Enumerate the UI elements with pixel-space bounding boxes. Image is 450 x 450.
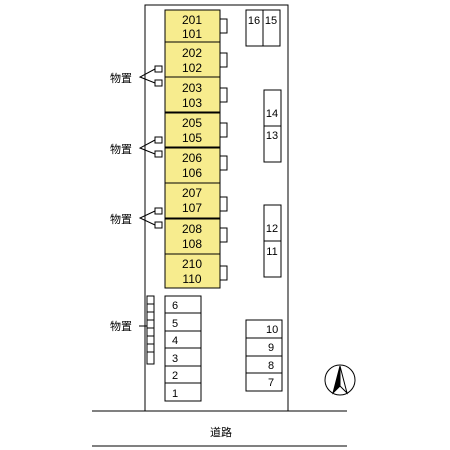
- parking-number: 11: [266, 246, 277, 258]
- parking-space: [262, 9, 281, 47]
- storage-shed: [154, 79, 163, 87]
- storage-label: 物置: [110, 212, 132, 226]
- road-label: 道路: [210, 425, 232, 439]
- parking-number: 1: [172, 388, 178, 400]
- unit-202-102: 202 102: [164, 41, 228, 78]
- parking-number: 7: [268, 377, 274, 389]
- unit-entrance: [219, 87, 228, 103]
- unit-205-105: 205 105: [164, 112, 228, 148]
- parking-space: [263, 125, 282, 163]
- parking-number: 2: [172, 370, 178, 382]
- storage-label: 物置: [110, 142, 132, 156]
- parking-number: 9: [268, 342, 274, 354]
- unit-208-108: 208 108: [164, 218, 228, 255]
- parking-left-column: 6 5 4 3 2 1: [164, 295, 202, 402]
- unit-block: [164, 76, 221, 113]
- storage-leader-line: [138, 139, 156, 155]
- unit-upper-number: 205: [182, 116, 202, 130]
- parking-right-bottom: 10 9 8 7: [245, 319, 283, 392]
- unit-upper-number: 206: [182, 151, 202, 165]
- unit-203-103: 203 103: [164, 76, 228, 113]
- unit-upper-number: 208: [182, 222, 202, 236]
- parking-space: [164, 312, 202, 332]
- parking-space: [164, 347, 202, 367]
- parking-space: [164, 330, 202, 349]
- storage-group-3: 物置: [110, 207, 163, 229]
- storage-shed: [154, 221, 163, 229]
- unit-lower-number: 102: [182, 61, 202, 75]
- parking-number: 8: [268, 360, 274, 372]
- parking-space: [245, 372, 283, 392]
- parking-number: 15: [265, 15, 277, 27]
- parking-space: [164, 365, 202, 384]
- unit-upper-number: 203: [182, 81, 202, 95]
- parking-number: 14: [266, 108, 278, 120]
- unit-entrance: [219, 155, 228, 171]
- parking-right-top: 16 15: [245, 9, 281, 47]
- storage-group-1: 物置: [110, 65, 163, 87]
- unit-upper-number: 207: [182, 186, 202, 200]
- storage-shed: [154, 65, 163, 73]
- storage-shed: [154, 150, 163, 158]
- north-arrow-icon: [324, 364, 356, 396]
- parking-number: 6: [172, 300, 178, 312]
- parking-number: 3: [172, 353, 178, 365]
- parking-number: 16: [248, 15, 260, 27]
- unit-201-101: 201 101: [164, 9, 228, 43]
- storage-leader-line: [138, 68, 156, 84]
- unit-entrance: [219, 196, 228, 212]
- unit-lower-number: 101: [182, 27, 202, 41]
- parking-space: [245, 355, 283, 374]
- unit-206-106: 206 106: [164, 147, 228, 184]
- parking-space: [263, 240, 282, 278]
- unit-block: [164, 112, 221, 148]
- unit-lower-number: 107: [182, 201, 202, 215]
- unit-entrance: [219, 52, 228, 68]
- unit-upper-number: 202: [182, 46, 202, 60]
- storage-shed: [154, 136, 163, 144]
- unit-lower-number: 103: [182, 96, 202, 110]
- unit-lower-number: 110: [182, 272, 201, 286]
- storage-shed-row: [146, 295, 155, 365]
- unit-entrance: [219, 265, 228, 281]
- unit-upper-number: 210: [182, 257, 202, 271]
- unit-lower-number: 106: [182, 166, 202, 180]
- parking-number: 13: [266, 130, 278, 142]
- unit-210-110: 210 110: [164, 253, 228, 289]
- unit-block: [164, 182, 221, 219]
- parking-space: [245, 337, 283, 357]
- storage-leader-line: [138, 210, 156, 226]
- parking-right-singles: 14 13 12 11: [263, 89, 282, 278]
- unit-entrance: [219, 18, 228, 34]
- unit-lower-number: 105: [182, 131, 202, 145]
- unit-upper-number: 201: [182, 13, 202, 27]
- parking-space: [164, 295, 202, 314]
- unit-block: [164, 253, 221, 289]
- parking-number: 12: [266, 223, 278, 235]
- storage-shed: [154, 207, 163, 215]
- parking-space: [164, 382, 202, 402]
- unit-entrance: [219, 122, 228, 138]
- unit-207-107: 207 107: [164, 182, 228, 219]
- unit-block: [164, 9, 221, 43]
- parking-number: 4: [172, 335, 178, 347]
- unit-entrance: [219, 227, 228, 243]
- parking-number: 10: [266, 324, 278, 336]
- unit-lower-number: 108: [182, 237, 202, 251]
- parking-number: 5: [172, 318, 178, 330]
- storage-group-4: 物置: [110, 295, 155, 365]
- storage-group-2: 物置: [110, 136, 163, 158]
- apartment-units: 201 101 202 102 203 103 205 105 206 106: [164, 9, 228, 289]
- storage-label: 物置: [110, 319, 132, 333]
- storage-label: 物置: [110, 71, 132, 85]
